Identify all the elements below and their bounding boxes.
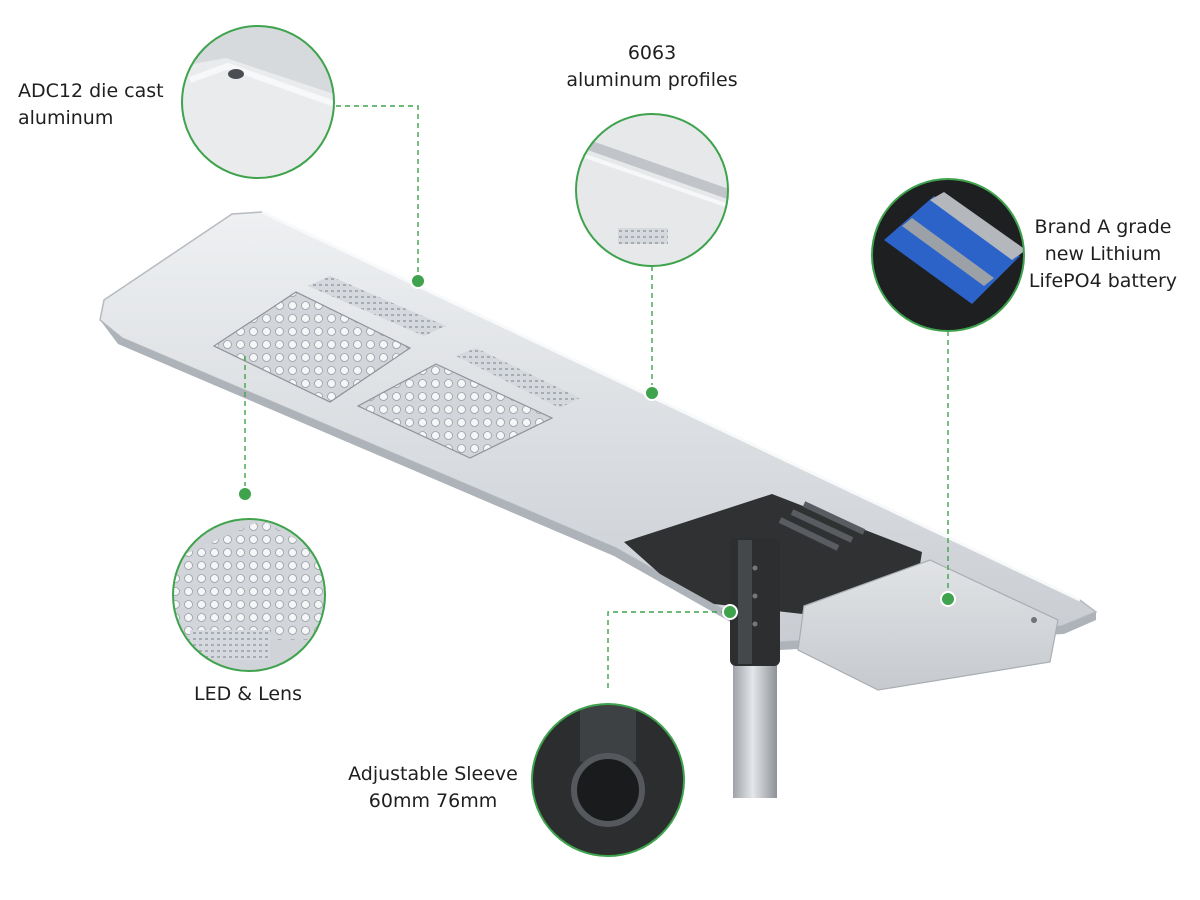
- magnifier-die-cast: [181, 25, 335, 179]
- callout-line: Brand A grade: [1034, 216, 1172, 238]
- pole-sleeve: [730, 538, 780, 666]
- magnifier-battery: [871, 178, 1025, 332]
- callout-line: LED & Lens: [194, 683, 302, 705]
- callout-line: LifePO4 battery: [1028, 270, 1178, 292]
- led-module-2: [356, 363, 554, 459]
- callout-line: ADC12 die cast: [18, 80, 164, 102]
- led-module-1: [212, 291, 412, 403]
- magnifier-profiles: [575, 113, 729, 267]
- callout-dot-icon: [410, 273, 426, 289]
- vent-grille-1: [308, 276, 446, 336]
- vent-grille-2: [456, 348, 580, 408]
- callout-battery-label: Brand A grade new Lithium LifePO4 batter…: [1010, 214, 1196, 295]
- callout-dot-icon: [940, 591, 956, 607]
- callout-line: aluminum profiles: [566, 69, 738, 91]
- magnifier-sleeve: [531, 703, 685, 857]
- leader-sleeve: [607, 611, 730, 688]
- callout-profiles-label: 6063 aluminum profiles: [552, 40, 752, 94]
- callout-line: Adjustable Sleeve: [348, 763, 518, 785]
- callout-led-label: LED & Lens: [160, 681, 336, 708]
- callout-line: 60mm 76mm: [368, 790, 498, 812]
- callout-dot-icon: [644, 385, 660, 401]
- callout-dot-icon: [237, 486, 253, 502]
- callout-sleeve-label: Adjustable Sleeve 60mm 76mm: [338, 761, 528, 815]
- battery-box: [797, 559, 1059, 691]
- callout-line: 6063: [627, 42, 677, 64]
- callout-line: aluminum: [18, 107, 114, 129]
- callout-die-cast-label: ADC12 die cast aluminum: [18, 78, 164, 132]
- callout-dot-icon: [722, 604, 738, 620]
- magnifier-led: [172, 518, 326, 672]
- callout-line: new Lithium: [1044, 243, 1162, 265]
- leader-die-cast: [336, 105, 419, 280]
